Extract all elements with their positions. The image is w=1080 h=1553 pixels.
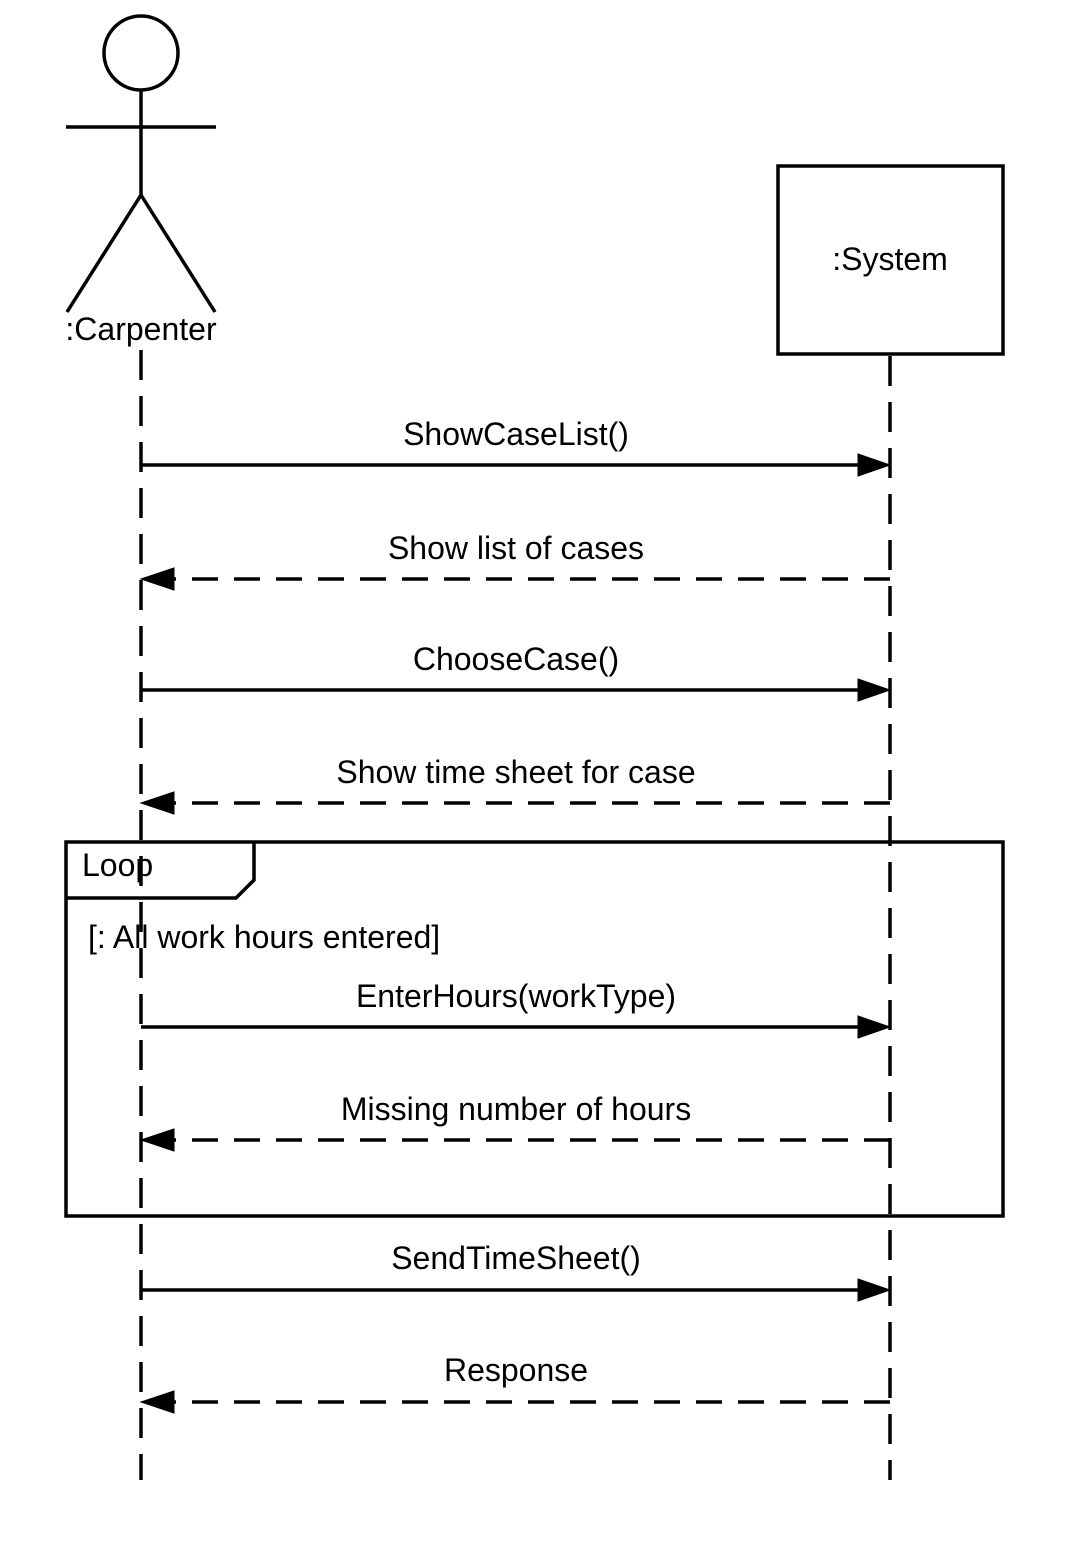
message-4: Show time sheet for case xyxy=(139,754,890,815)
actor-carpenter: :Carpenter xyxy=(65,14,217,347)
message-2: Show list of cases xyxy=(139,530,890,591)
loop-fragment: Loop [: All work hours entered] xyxy=(64,840,1005,1218)
message-7: SendTimeSheet() xyxy=(141,1240,892,1302)
arrowhead-icon xyxy=(857,453,892,477)
loop-label-tab xyxy=(66,842,256,900)
actor-label: :Carpenter xyxy=(65,311,217,347)
message-8: Response xyxy=(139,1352,890,1414)
message-label: Show time sheet for case xyxy=(336,754,695,790)
message-1: ShowCaseList() xyxy=(141,416,892,477)
message-label: Response xyxy=(444,1352,588,1388)
actor-left-leg xyxy=(65,194,143,313)
message-6: Missing number of hours xyxy=(139,1091,890,1152)
message-label: ShowCaseList() xyxy=(403,416,629,452)
arrowhead-icon xyxy=(139,1390,175,1414)
loop-frame xyxy=(64,840,1005,1218)
message-label: ChooseCase() xyxy=(413,641,619,677)
system-box xyxy=(776,164,1005,356)
message-label: EnterHours(workType) xyxy=(356,978,676,1014)
message-label: Show list of cases xyxy=(388,530,644,566)
system-label: :System xyxy=(832,241,948,277)
arrowhead-icon xyxy=(139,791,175,815)
arrowhead-icon xyxy=(857,1015,892,1039)
loop-label: Loop xyxy=(82,847,153,883)
message-label: Missing number of hours xyxy=(341,1091,691,1127)
participant-system: :System xyxy=(776,164,1005,356)
arrowhead-icon xyxy=(857,678,892,702)
arrowhead-icon xyxy=(139,1128,175,1152)
message-3: ChooseCase() xyxy=(141,641,892,702)
message-5: EnterHours(workType) xyxy=(141,978,892,1039)
loop-guard: [: All work hours entered] xyxy=(88,919,440,955)
message-label: SendTimeSheet() xyxy=(391,1240,641,1276)
arrowhead-icon xyxy=(139,567,175,591)
actor-right-leg xyxy=(139,194,217,313)
actor-head xyxy=(102,14,180,92)
arrowhead-icon xyxy=(857,1278,892,1302)
